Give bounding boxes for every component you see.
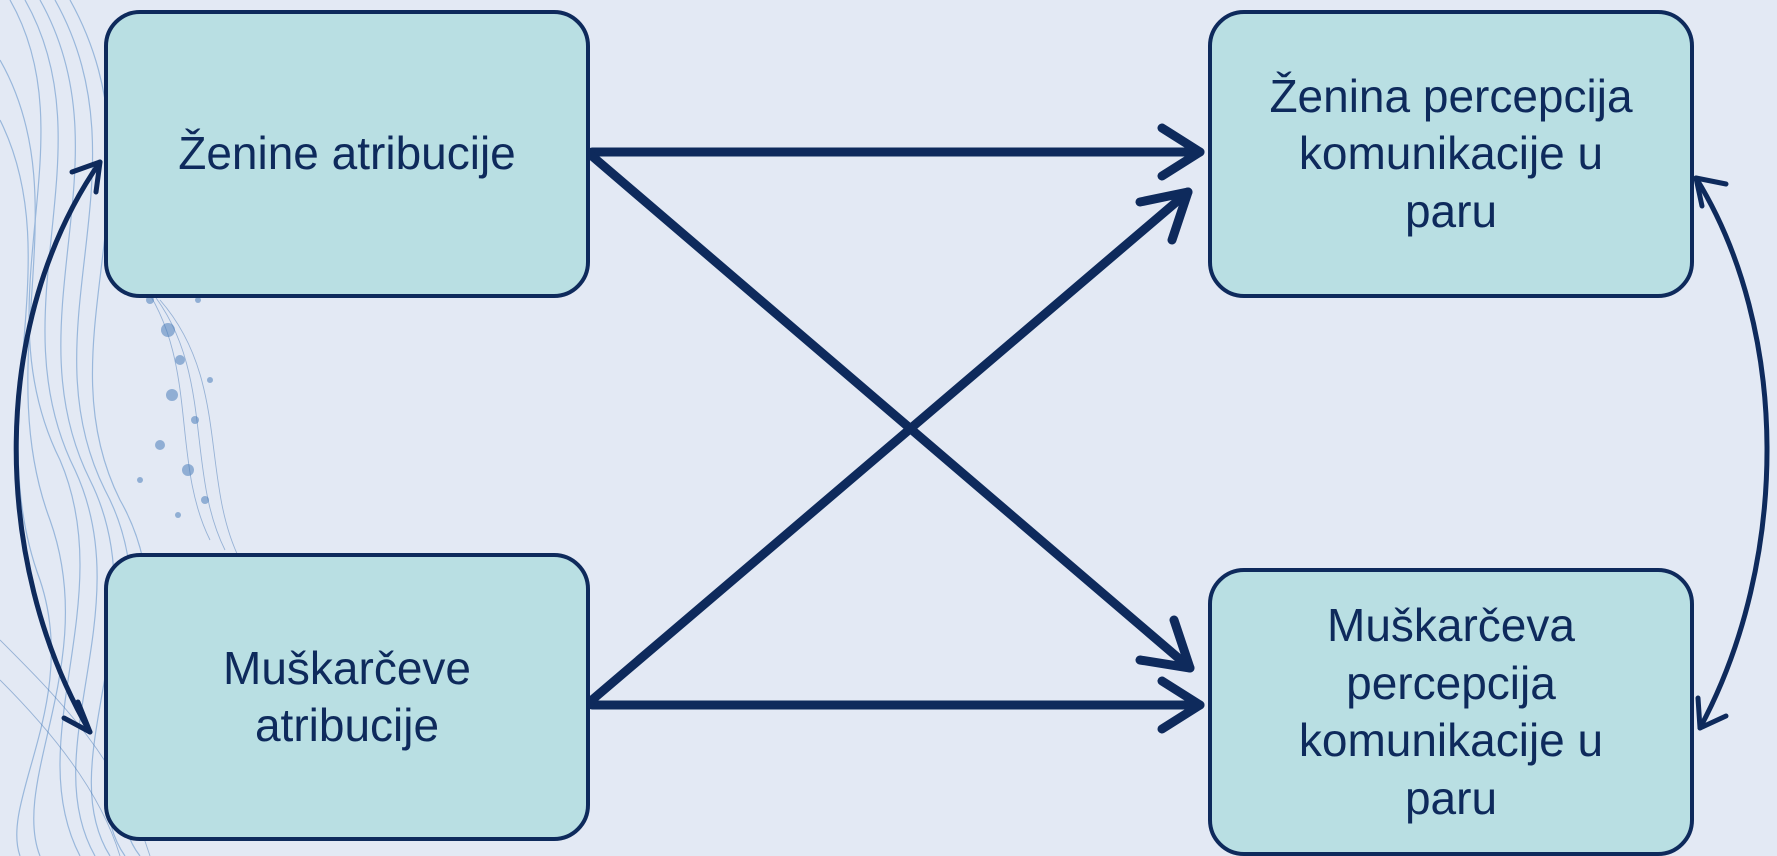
- node-husband-perception-line-2: percepcija: [1346, 656, 1556, 709]
- curve-right-arrowhead-bottom: [1695, 695, 1729, 731]
- arrowhead-wife-perception-diagonal: [1135, 187, 1193, 245]
- node-wife-attributions-line-1: Ženine atribucije: [178, 127, 516, 180]
- arrowhead-husband-perception-diagonal: [1135, 615, 1195, 673]
- node-wife-perception: Ženina percepcija komunikacije u paru: [1208, 10, 1694, 298]
- node-wife-perception-line-3: paru: [1404, 184, 1498, 237]
- node-wife-perception-line-2: komunikacije u: [1298, 127, 1604, 180]
- node-husband-perception-line-4: paru: [1404, 771, 1498, 824]
- curve-left-arrowhead-bottom: [61, 699, 93, 735]
- curve-right-arrowhead-top: [1693, 175, 1729, 209]
- node-wife-attributions: Ženine atribucije: [104, 10, 590, 298]
- curve-right-bidirectional: [1693, 175, 1770, 731]
- node-husband-perception: Muškarčeva percepcija komunikacije u par…: [1208, 568, 1694, 856]
- decorative-swirl-background: [0, 0, 241, 856]
- node-wife-perception-line-1: Ženina percepcija: [1269, 69, 1633, 122]
- node-husband-perception-line-1: Muškarčeva: [1327, 599, 1575, 651]
- arrow-husband-attr-to-wife-perception: [587, 187, 1193, 705]
- node-husband-attributions: Muškarčeve atribucije: [104, 553, 590, 841]
- curve-left-arrowhead-top: [69, 159, 103, 195]
- arrowhead-wife-perception-top: [1157, 123, 1205, 181]
- curve-left-bidirectional: [13, 159, 103, 735]
- arrow-wife-attr-to-husband-perception: [587, 151, 1195, 673]
- arrowhead-husband-perception-bottom: [1157, 676, 1205, 734]
- node-husband-perception-line-3: komunikacije u: [1298, 714, 1604, 766]
- node-husband-attributions-line-2: atribucije: [254, 699, 440, 751]
- node-husband-attributions-line-1: Muškarčeve: [223, 641, 471, 694]
